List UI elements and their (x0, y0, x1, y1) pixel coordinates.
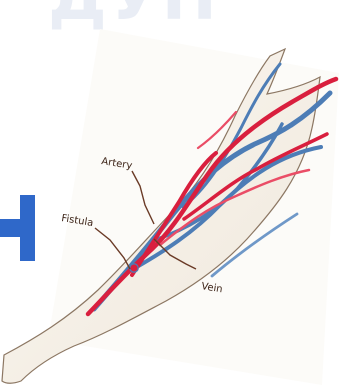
fistula-connection (130, 264, 138, 272)
